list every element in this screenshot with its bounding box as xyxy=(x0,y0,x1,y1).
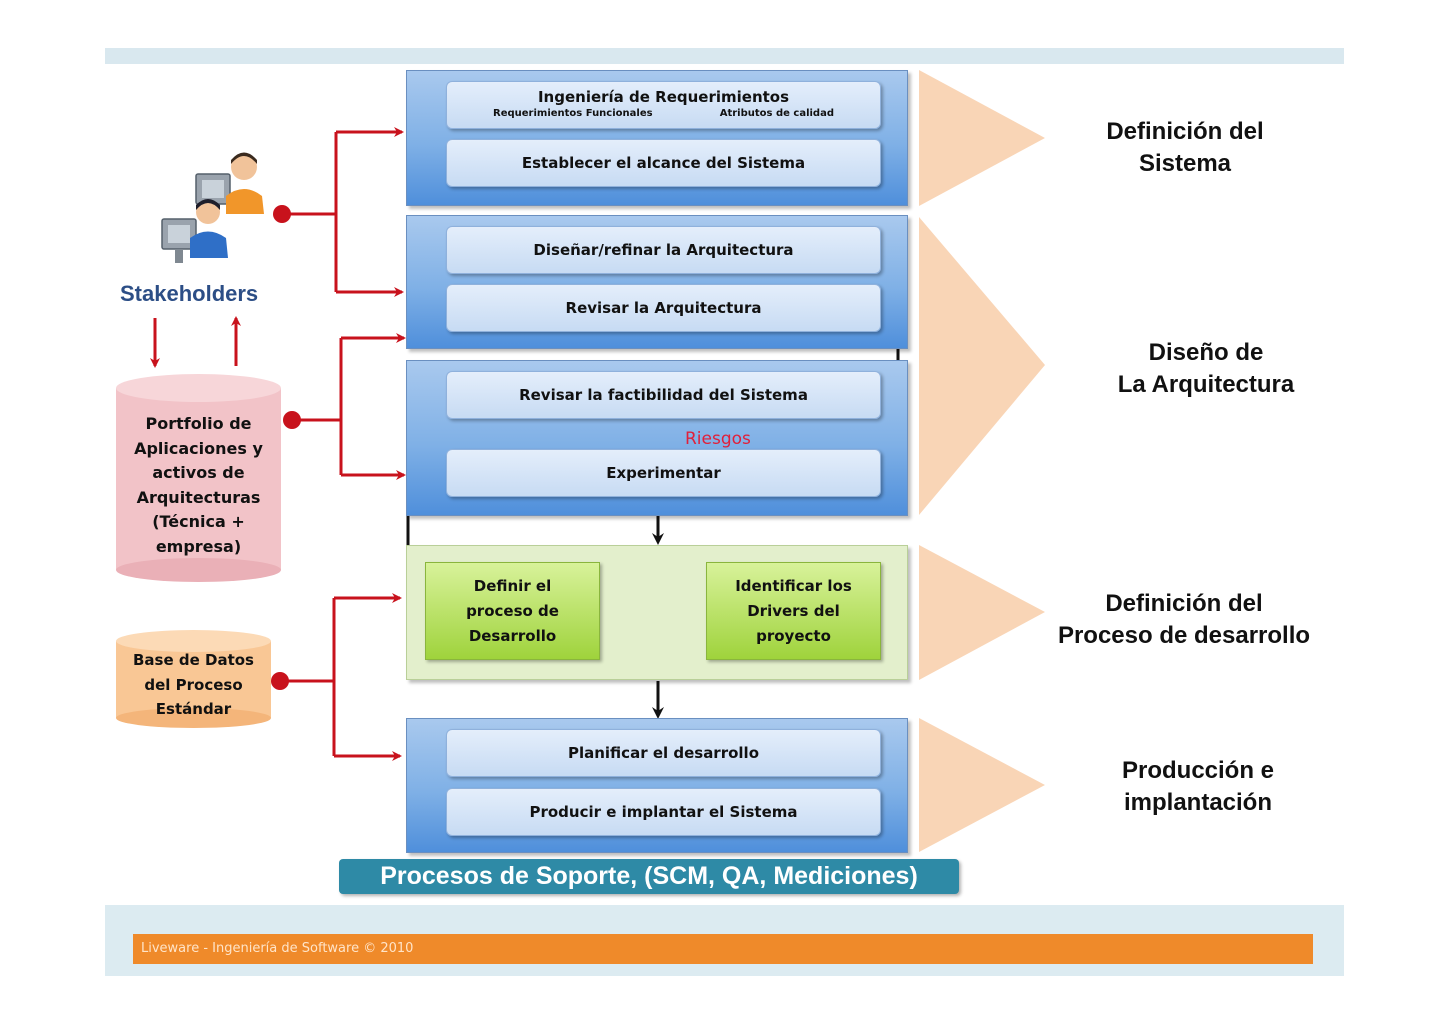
req-subtitles: Requerimientos Funcionales Atributos de … xyxy=(447,106,880,119)
req-sub-funcionales: Requerimientos Funcionales xyxy=(493,108,653,119)
support-processes-bar: Procesos de Soporte, (SCM, QA, Medicione… xyxy=(339,859,959,894)
task-definir-proceso: Definir el proceso de Desarrollo xyxy=(425,562,600,660)
stakeholders-connector xyxy=(273,127,404,297)
label-p2-line2: La Arquitectura xyxy=(1117,371,1295,398)
label-definicion-proceso: Definición del Proceso de desarrollo xyxy=(1036,588,1332,652)
database-line: Estándar xyxy=(155,700,232,718)
task-revisar-arquitectura: Revisar la Arquitectura xyxy=(446,284,881,332)
portfolio-line: Arquitecturas xyxy=(136,487,261,507)
chevron-phase2 xyxy=(919,217,1045,515)
top-band xyxy=(105,48,1344,64)
database-connector xyxy=(271,593,402,761)
portfolio-line: activos de xyxy=(152,463,245,483)
chevron-phase4 xyxy=(919,718,1045,852)
portfolio-cylinder xyxy=(116,374,281,582)
task-identificar-drivers: Identificar los Drivers del proyecto xyxy=(706,562,881,660)
task-ingenieria-requerimientos: Ingeniería de Requerimientos Requerimien… xyxy=(446,81,881,129)
task-disenar-arquitectura: Diseñar/refinar la Arquitectura xyxy=(446,226,881,274)
database-text: Base de Datos del Proceso Estándar xyxy=(116,648,271,722)
riesgos-label: Riesgos xyxy=(685,429,751,449)
database-cylinder xyxy=(116,630,271,728)
stakeholders-label: Stakeholders xyxy=(120,281,259,306)
label-p1-line1: Definición del xyxy=(1106,118,1264,145)
label-p3-line1: Definición del xyxy=(1105,590,1263,617)
portfolio-line: Aplicaciones y xyxy=(134,438,263,458)
label-p4-line1: Producción e xyxy=(1121,757,1275,784)
task-experimentar: Experimentar xyxy=(446,449,881,497)
label-diseno-arquitectura: Diseño de La Arquitectura xyxy=(1090,337,1322,401)
stakeholder-users-icon xyxy=(161,152,264,263)
label-p1-line2: Sistema xyxy=(1138,150,1232,177)
req-sub-calidad: Atributos de calidad xyxy=(719,108,834,119)
footer-bar: Liveware - Ingeniería de Software © 2010 xyxy=(133,934,1313,964)
req-title: Ingeniería de Requerimientos xyxy=(537,88,790,106)
database-line: Base de Datos xyxy=(133,651,254,669)
label-definicion-sistema: Definición del Sistema xyxy=(1070,116,1300,180)
chevron-phase3 xyxy=(919,545,1045,680)
portfolio-text: Portfolio de Aplicaciones y activos de A… xyxy=(116,412,281,560)
chevron-phase1 xyxy=(919,70,1045,206)
portfolio-line: (Técnica + xyxy=(152,512,245,532)
task-planificar-desarrollo: Planificar el desarrollo xyxy=(446,729,881,777)
label-p2-line1: Diseño de xyxy=(1148,339,1264,366)
portfolio-line: Portfolio de xyxy=(145,414,252,433)
portfolio-line: empresa) xyxy=(155,536,242,556)
label-produccion: Producción e implantación xyxy=(1090,755,1306,819)
task-revisar-factibilidad: Revisar la factibilidad del Sistema xyxy=(446,371,881,419)
label-p4-line2: implantación xyxy=(1123,789,1273,816)
task-establecer-alcance: Establecer el alcance del Sistema xyxy=(446,139,881,187)
label-p3-line2: Proceso de desarrollo xyxy=(1057,622,1311,649)
task-producir-implantar: Producir e implantar el Sistema xyxy=(446,788,881,836)
database-line: del Proceso xyxy=(144,675,243,694)
portfolio-connector xyxy=(283,333,406,480)
